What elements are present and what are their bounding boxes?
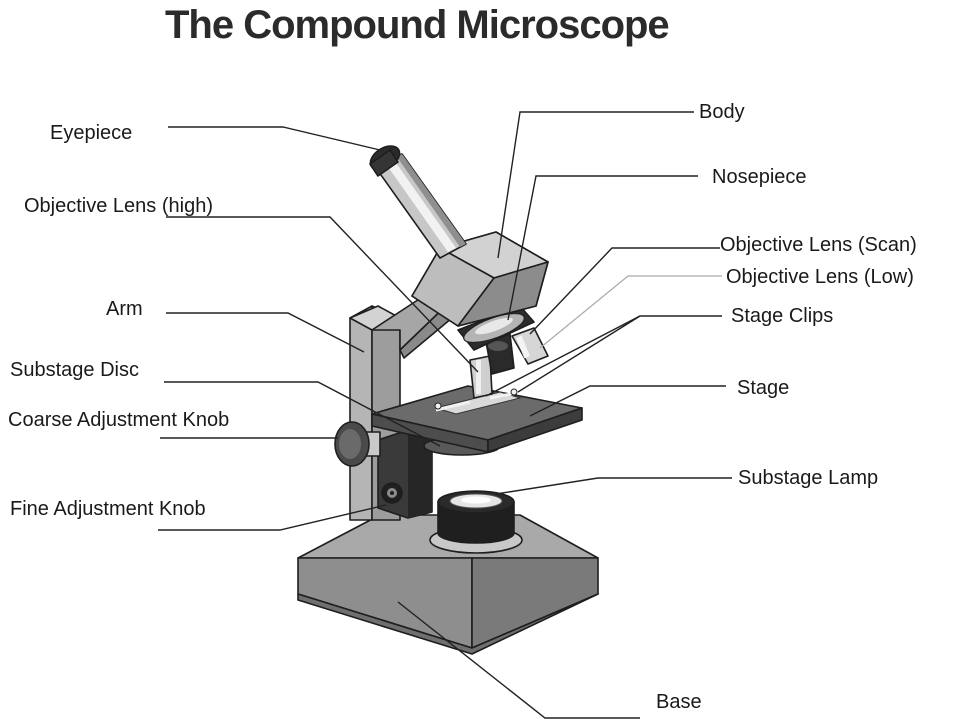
- label-objective-high: Objective Lens (high): [24, 195, 213, 217]
- nosepiece-shape: [457, 305, 535, 351]
- label-stage: Stage: [737, 377, 789, 399]
- focus-block: [377, 429, 433, 519]
- leader-substage-disc: [164, 381, 441, 447]
- label-base: Base: [656, 691, 702, 713]
- fine-knob-shape: [381, 482, 403, 504]
- label-eyepiece: Eyepiece: [50, 122, 132, 144]
- microscope-illustration: [297, 145, 599, 655]
- leader-body: [497, 111, 694, 259]
- leader-base: [397, 601, 640, 719]
- label-stage-clips: Stage Clips: [731, 305, 833, 327]
- leader-fine-knob: [158, 504, 387, 531]
- label-fine-knob: Fine Adjustment Knob: [10, 498, 206, 520]
- leader-stage: [529, 385, 726, 417]
- label-substage-lamp: Substage Lamp: [738, 467, 878, 489]
- diagram-title: The Compound Microscope: [165, 3, 669, 47]
- leader-nosepiece: [507, 175, 698, 321]
- label-objective-scan: Objective Lens (Scan): [720, 234, 917, 256]
- labels: Eyepiece Objective Lens (high) Arm Subst…: [8, 101, 917, 713]
- objectives-shape: [469, 327, 549, 399]
- label-nosepiece: Nosepiece: [712, 166, 807, 188]
- stage-shape: [371, 385, 583, 453]
- coarse-knob-shape: [334, 421, 381, 467]
- leader-eyepiece: [168, 126, 381, 151]
- leader-substage-lamp: [495, 477, 732, 495]
- label-substage-disc: Substage Disc: [10, 359, 139, 381]
- substage-lamp-shape: [429, 490, 523, 554]
- leader-objective-high: [166, 216, 479, 373]
- leader-stage-clips-b: [517, 315, 641, 393]
- label-coarse-knob: Coarse Adjustment Knob: [8, 409, 229, 431]
- leader-objective-low: [539, 275, 722, 349]
- label-arm: Arm: [106, 298, 143, 320]
- eyepiece-shape: [369, 145, 467, 259]
- leader-arm: [166, 312, 365, 353]
- leader-lines: [158, 111, 732, 719]
- label-objective-low: Objective Lens (Low): [726, 266, 914, 288]
- label-body: Body: [699, 101, 745, 123]
- leader-objective-scan: [529, 247, 720, 335]
